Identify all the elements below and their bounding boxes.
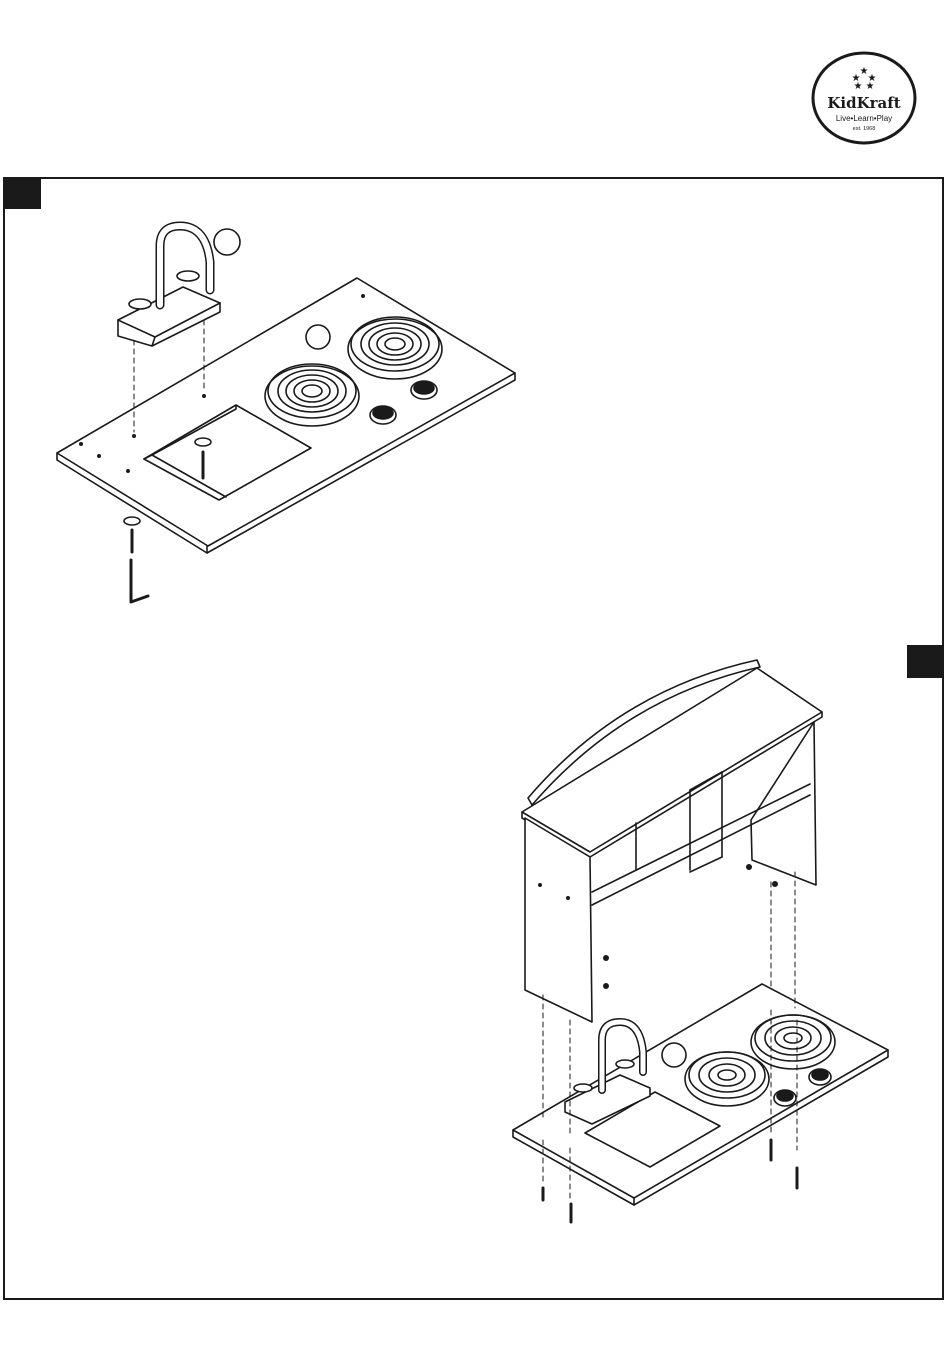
logo-established: est. 1968 (853, 126, 876, 132)
svg-text:★: ★ (866, 81, 875, 92)
svg-text:★: ★ (854, 81, 863, 92)
logo-tagline: Live•Learn•Play (836, 114, 892, 123)
star-icon: ★ ★ ★ ★ ★ (852, 66, 877, 92)
kidkraft-logo: ★ ★ ★ ★ ★ KidKraft Live•Learn•Play est. … (810, 50, 918, 146)
step-marker-a (3, 177, 41, 209)
step-marker-b (907, 645, 944, 678)
logo-brand: KidKraft (827, 94, 900, 112)
instruction-frame (3, 177, 944, 1300)
